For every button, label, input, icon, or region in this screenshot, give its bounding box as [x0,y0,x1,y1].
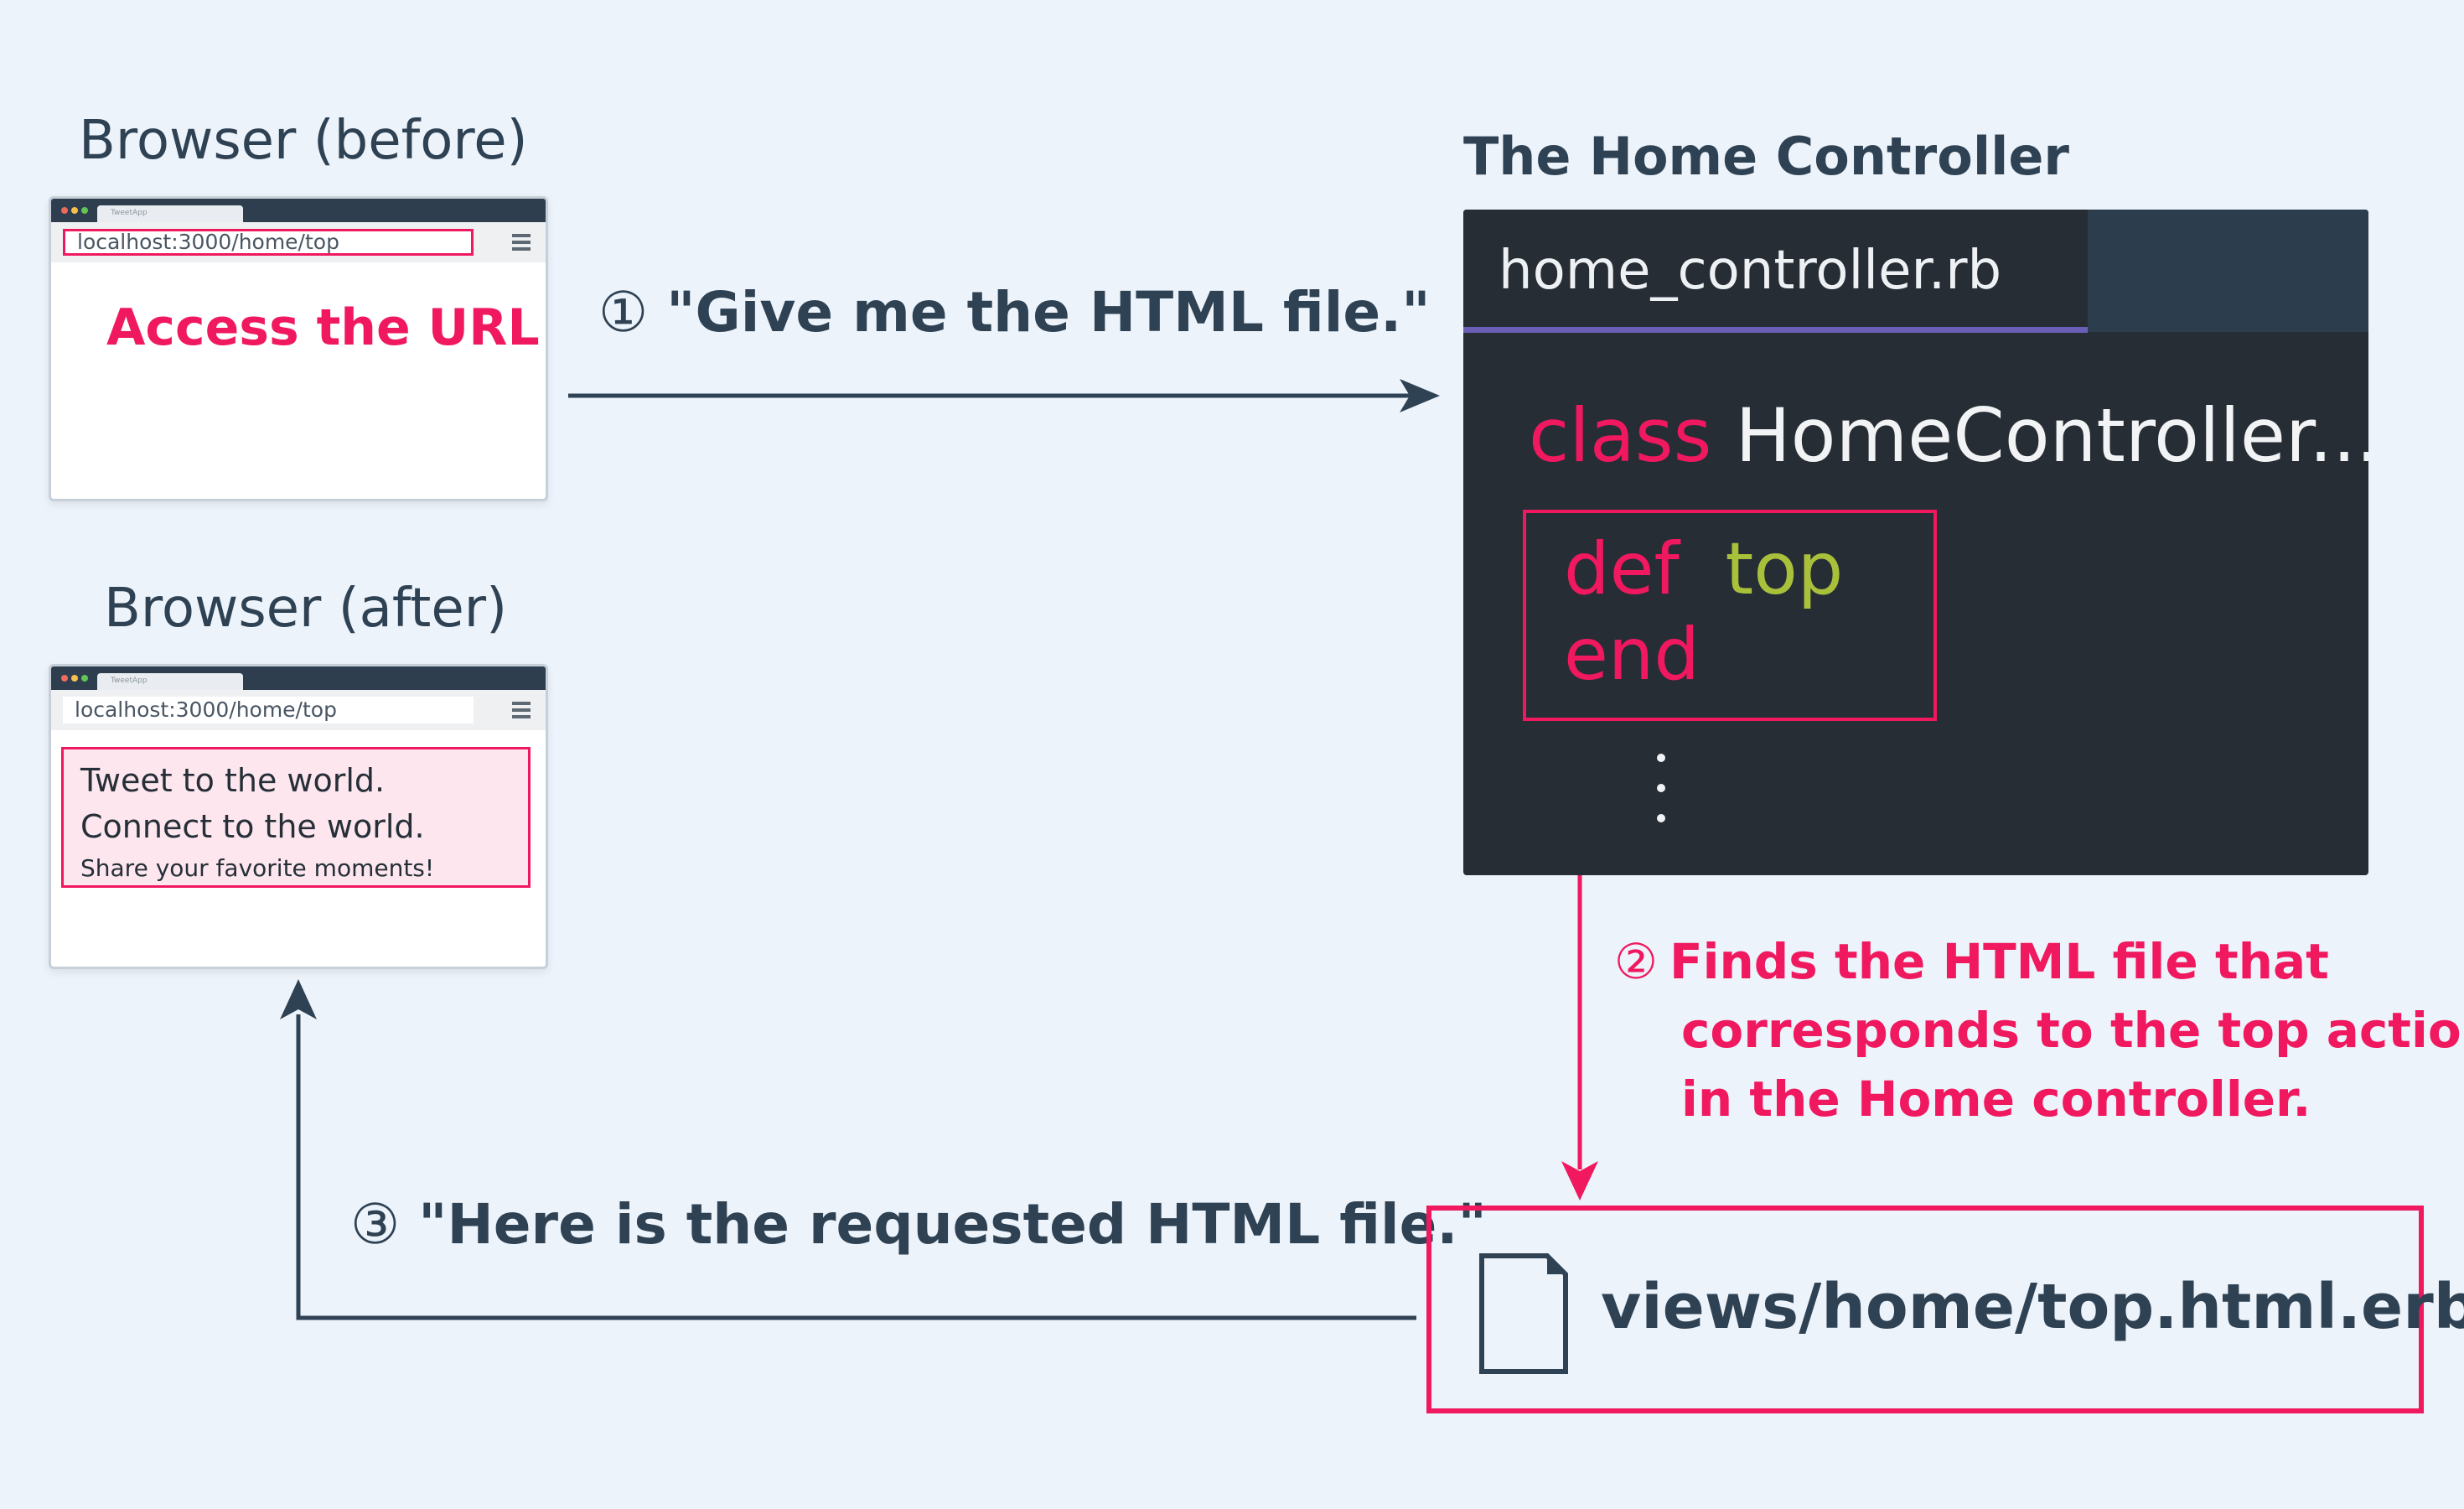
browser-before-window: TweetApp localhost:3000/home/top Access … [49,196,548,501]
step3-caption: ③"Here is the requested HTML file." [350,1197,1487,1252]
content-line-3: Share your favorite moments! [80,854,435,882]
step1-caption: ①"Give me the HTML file." [598,285,1431,340]
active-tab-indicator [1463,327,2088,333]
step1-number: ① [598,280,649,345]
maximize-dot[interactable] [81,207,88,214]
address-bar[interactable]: localhost:3000/home/top [63,697,474,723]
browser-tab-title: TweetApp [111,677,148,685]
minimize-dot[interactable] [71,675,78,682]
arrow-step2-head [1561,1161,1598,1200]
view-file-path: views/home/top.html.erb [1601,1271,2464,1343]
browser-tab[interactable]: TweetApp [97,205,243,224]
browser-toolbar: localhost:3000/home/top [51,222,546,262]
content-line-1: Tweet to the world. [80,762,386,799]
editor-filename: home_controller.rb [1499,240,2002,302]
def-keyword: def [1564,527,1680,611]
step1-text: "Give me the HTML file." [666,280,1431,345]
browser-after-label: Browser (after) [104,578,508,640]
code-editor: home_controller.rb class HomeController.… [1463,210,2368,875]
step2-line-2: corresponds to the top action [1681,1002,2464,1059]
address-bar[interactable]: localhost:3000/home/top [63,229,474,256]
page-content-highlight: Tweet to the world. Connect to the world… [61,747,531,888]
controller-title: The Home Controller [1463,126,2069,187]
file-icon [1479,1253,1568,1374]
code-line-class: class HomeController... [1529,399,2368,473]
editor-file-tab[interactable]: home_controller.rb [1463,210,2088,327]
arrow-step1-head [1400,379,1440,412]
browser-tab[interactable]: TweetApp [97,673,243,692]
browser-tab-title: TweetApp [111,209,148,217]
close-dot[interactable] [61,207,68,214]
step2-line-3: in the Home controller. [1681,1071,2311,1128]
class-name: HomeController... [1735,392,2368,479]
arrow-step3 [296,1014,1416,1320]
browser-after-window: TweetApp localhost:3000/home/top Tweet t… [49,664,548,969]
arrow-step3-head [280,979,317,1019]
step3-text: "Here is the requested HTML file." [418,1192,1487,1257]
method-name: top [1725,527,1844,611]
view-file-box: views/home/top.html.erb [1426,1206,2464,1413]
maximize-dot[interactable] [81,675,88,682]
hamburger-menu-icon[interactable] [512,234,531,251]
hamburger-menu-icon[interactable] [512,702,531,718]
minimize-dot[interactable] [71,207,78,214]
browser-toolbar: localhost:3000/home/top [51,690,546,730]
ellipsis-vertical-icon [1657,754,1665,822]
step2-number: ② [1614,933,1658,990]
code-line-end: end [1564,619,1700,691]
content-line-2: Connect to the world. [80,808,425,845]
browser-titlebar: TweetApp [51,666,546,692]
code-line-def: def top [1564,533,1843,605]
access-url-annotation: Access the URL [106,298,540,357]
browser-titlebar: TweetApp [51,199,546,224]
close-dot[interactable] [61,675,68,682]
top-action-highlight [1523,510,1937,721]
class-keyword: class [1529,392,1712,479]
step3-number: ③ [350,1192,401,1257]
browser-before-label: Browser (before) [79,110,528,172]
end-keyword: end [1564,613,1700,697]
